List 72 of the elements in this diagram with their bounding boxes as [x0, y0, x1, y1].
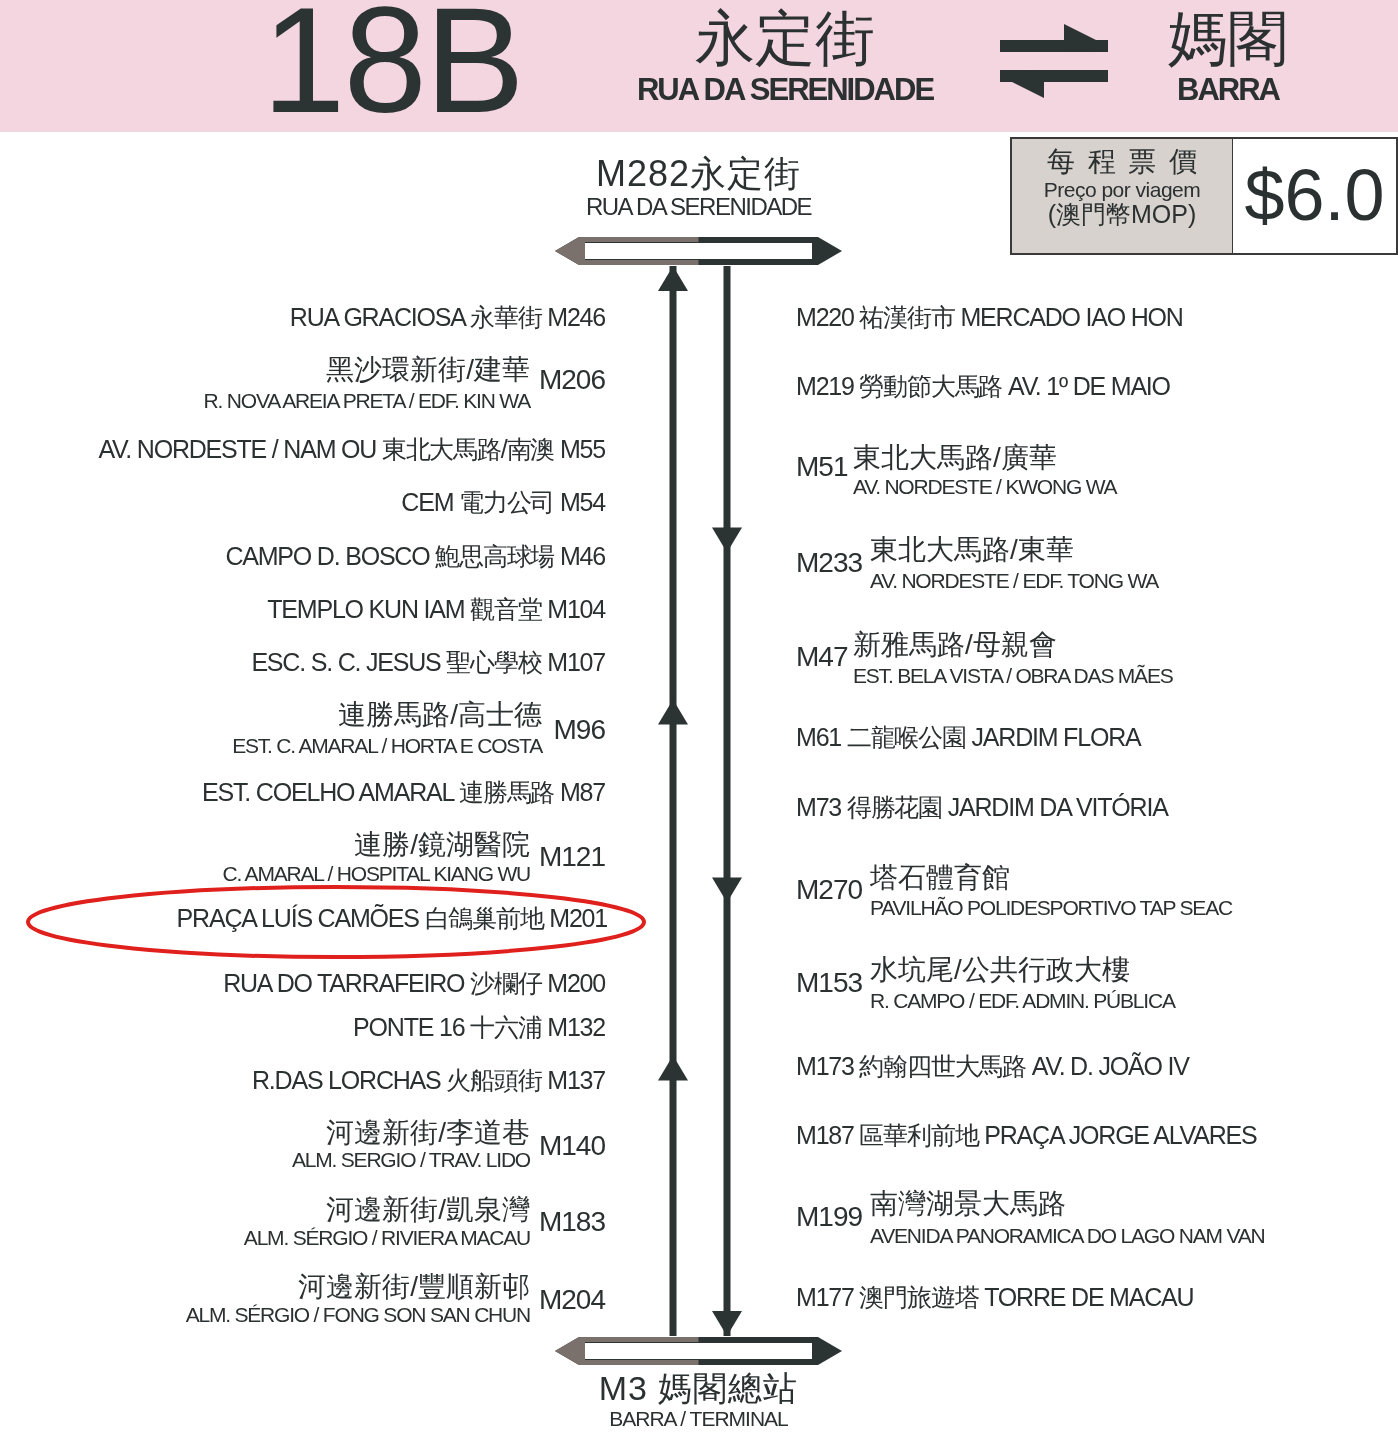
- bus-stop-name: C. AMARAL / HOSPITAL KIANG WU: [222, 862, 530, 886]
- bus-stop-name: 新雅馬路/母親會: [853, 629, 1057, 661]
- bus-stop-name: EST. COELHO AMARAL 連勝馬路 M87: [202, 779, 605, 807]
- stop-code: M199: [796, 1201, 863, 1233]
- bus-stop-name: CEM 電力公司 M54: [401, 489, 605, 517]
- bus-stop-name: M73 得勝花園 JARDIM DA VITÓRIA: [796, 794, 1168, 822]
- station-name: RUA DA SERENIDADE: [635, 73, 935, 108]
- bus-stop-name: M173 約翰四世大馬路 AV. D. JOÃO IV: [796, 1053, 1189, 1081]
- stop-code: M51: [796, 451, 848, 483]
- bus-stop-name: 黑沙環新街/建華: [326, 354, 530, 386]
- route-line: [712, 266, 742, 1336]
- bus-stop-name: 南灣湖景大馬路: [870, 1188, 1066, 1220]
- stop-code: M121: [538, 841, 605, 873]
- bus-stop-name: ALM. SERGIO / TRAV. LIDO: [291, 1148, 530, 1172]
- stop-code: M204: [538, 1284, 605, 1316]
- bus-stop-name: 連勝馬路/高士德: [338, 699, 542, 731]
- bus-stop-name: M187 區華利前地 PRAÇA JORGE ALVARES: [796, 1122, 1257, 1150]
- fare-price: $6.0: [1243, 154, 1386, 237]
- bus-stop-name: ESC. S. C. JESUS 聖心學校 M107: [251, 649, 605, 677]
- bus-stop-name: R.DAS LORCHAS 火船頭街 M137: [251, 1067, 605, 1095]
- bus-stop-name: 河邊新街/凱泉灣: [326, 1194, 530, 1226]
- bus-stop-name: PONTE 16 十六浦 M132: [353, 1014, 605, 1042]
- bus-stop-name: 塔石體育館: [870, 862, 1010, 894]
- bus-stop-name: M177 澳門旅遊塔 TORRE DE MACAU: [796, 1284, 1194, 1312]
- station-name: 媽閣: [1167, 4, 1289, 73]
- bus-stop-name: M219 勞動節大馬路 AV. 1º DE MAIO: [796, 373, 1170, 401]
- stop-code: M140: [538, 1130, 605, 1162]
- bus-stop-name: EST. BELA VISTA / OBRA DAS MÃES: [853, 664, 1173, 688]
- bus-stop-name: AV. NORDESTE / EDF. TONG WA: [870, 569, 1159, 593]
- stop-code: M206: [538, 364, 605, 396]
- bus-stop-name: M61 二龍喉公園 JARDIM FLORA: [796, 724, 1141, 752]
- bus-stop-name: ALM. SÉRGIO / FONG SON SAN CHUN: [185, 1303, 530, 1327]
- stop-code: M153: [796, 967, 863, 999]
- bus-stop-name: RUA GRACIOSA 永華街 M246: [289, 304, 605, 332]
- bus-stop-name: AV. NORDESTE / NAM OU 東北大馬路/南澳 M55: [98, 436, 605, 464]
- bus-stop-name: 東北大馬路/廣華: [853, 442, 1057, 474]
- bus-stop-name: AVENIDA PANORAMICA DO LAGO NAM VAN: [870, 1224, 1265, 1248]
- bus-stop-name: 河邊新街/李道巷: [326, 1117, 530, 1149]
- bus-stop-name: TEMPLO KUN IAM 觀音堂 M104: [267, 596, 605, 624]
- route-line: [658, 266, 688, 1336]
- price-panel: [1233, 137, 1398, 255]
- stop-code: M47: [796, 641, 848, 673]
- bus-stop-name: CAMPO D. BOSCO 鮑思高球場 M46: [225, 543, 605, 571]
- bus-stop-name: M220 祐漢街市 MERCADO IAO HON: [796, 304, 1183, 332]
- stop-code: M270: [796, 874, 863, 906]
- fare-label: (澳門幣MOP): [1047, 200, 1197, 229]
- bus-stop-name: AV. NORDESTE / KWONG WA: [853, 475, 1117, 499]
- bus-stop-name: ALM. SÉRGIO / RIVIERA MACAU: [243, 1226, 530, 1250]
- bus-stop-name: PAVILHÃO POLIDESPORTIVO TAP SEAC: [870, 896, 1232, 920]
- bus-stop-name: PRAÇA LUÍS CAMÕES 白鴿巢前地 M201: [176, 905, 607, 933]
- terminal-name: RUA DA SERENIDADE: [584, 193, 813, 220]
- fare-label: 每程票價: [1046, 147, 1211, 178]
- double-arrow: [1000, 24, 1108, 52]
- fare-label: Preço por viagem: [1042, 177, 1202, 201]
- bus-stop-name: EST. C. AMARAL / HORTA E COSTA: [232, 734, 542, 758]
- stop-code: M233: [796, 547, 863, 579]
- double-arrow: [1000, 70, 1108, 98]
- bus-stop-name: 連勝/鏡湖醫院: [354, 829, 530, 861]
- stop-code: M183: [538, 1206, 605, 1238]
- route-number: 18B: [262, 0, 523, 135]
- bus-stop-name: 東北大馬路/東華: [870, 534, 1074, 566]
- terminal-name: M3 媽閣總站: [597, 1370, 800, 1408]
- terminal-name: BARRA / TERMINAL: [608, 1407, 789, 1431]
- station-name: 永定街: [694, 4, 876, 73]
- bus-stop-name: 水坑尾/公共行政大樓: [870, 954, 1130, 986]
- bus-stop-name: 河邊新街/豐順新邨: [298, 1271, 530, 1303]
- bus-stop-name: R. NOVA AREIA PRETA / EDF. KIN WA: [203, 389, 530, 413]
- station-name: BARRA: [1176, 73, 1281, 108]
- fare-panel: [1010, 137, 1234, 255]
- stop-code: M96: [553, 714, 605, 746]
- bus-stop-name: R. CAMPO / EDF. ADMIN. PÚBLICA: [870, 989, 1175, 1013]
- terminal-name: M282永定街: [594, 154, 803, 194]
